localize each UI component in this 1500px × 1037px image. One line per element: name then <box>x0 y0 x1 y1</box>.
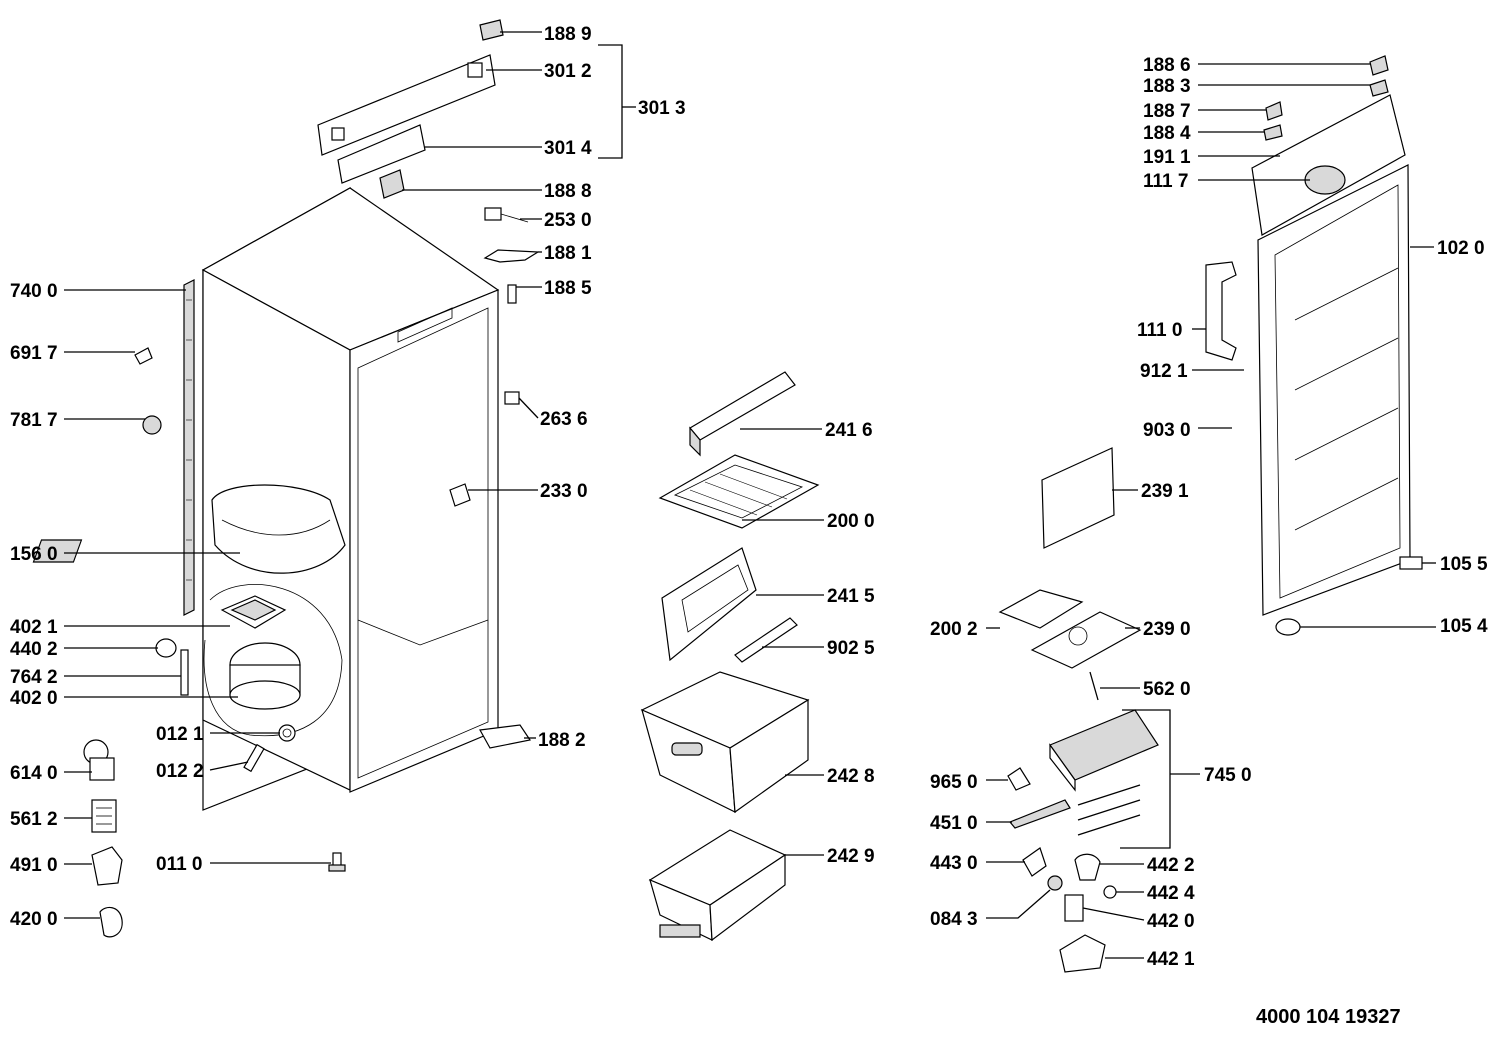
label-191-1: 191 1 <box>1143 147 1191 168</box>
label-188-5: 188 5 <box>544 278 592 299</box>
label-188-6: 188 6 <box>1143 55 1191 76</box>
label-443-0: 443 0 <box>930 853 978 874</box>
label-239-0: 239 0 <box>1143 619 1191 640</box>
label-188-8: 188 8 <box>544 181 592 202</box>
label-200-2: 200 2 <box>930 619 978 640</box>
label-301-4: 301 4 <box>544 138 592 159</box>
label-442-4: 442 4 <box>1147 883 1195 904</box>
label-764-2: 764 2 <box>10 667 58 688</box>
label-614-0: 614 0 <box>10 763 58 784</box>
label-402-0: 402 0 <box>10 688 58 709</box>
label-263-6: 263 6 <box>540 409 588 430</box>
label-188-3: 188 3 <box>1143 76 1191 97</box>
door-assembly <box>1205 55 1423 636</box>
label-562-0: 562 0 <box>1143 679 1191 700</box>
label-781-7: 781 7 <box>10 410 58 431</box>
label-105-5: 105 5 <box>1440 554 1488 575</box>
part-labels: 188 9 301 2 301 3 301 4 188 8 253 0 188 … <box>10 24 1488 1028</box>
label-239-1: 239 1 <box>1141 481 1189 502</box>
leader-lines <box>64 31 1436 959</box>
evaporator-tray <box>32 484 346 574</box>
label-188-9: 188 9 <box>544 24 592 45</box>
label-420-0: 420 0 <box>10 909 58 930</box>
label-561-2: 561 2 <box>10 809 58 830</box>
control-panel-parts <box>317 19 540 749</box>
compressor-detail <box>203 584 343 737</box>
label-912-1: 912 1 <box>1140 361 1188 382</box>
label-084-3: 084 3 <box>930 909 978 930</box>
label-188-2: 188 2 <box>538 730 586 751</box>
label-233-0: 233 0 <box>540 481 588 502</box>
side-condenser-strip <box>183 279 195 616</box>
label-451-0: 451 0 <box>930 813 978 834</box>
label-241-5: 241 5 <box>827 586 875 607</box>
evaporator-parts <box>998 447 1159 973</box>
label-241-6: 241 6 <box>825 420 873 441</box>
label-012-2: 012 2 <box>156 761 204 782</box>
label-188-7: 188 7 <box>1143 101 1191 122</box>
label-012-1: 012 1 <box>156 724 204 745</box>
label-301-3: 301 3 <box>638 98 686 119</box>
label-902-5: 902 5 <box>827 638 875 659</box>
label-102-0: 102 0 <box>1437 238 1485 259</box>
label-491-0: 491 0 <box>10 855 58 876</box>
label-242-9: 242 9 <box>827 846 875 867</box>
label-111-7: 111 7 <box>1143 171 1188 192</box>
label-442-2: 442 2 <box>1147 855 1195 876</box>
label-242-8: 242 8 <box>827 766 875 787</box>
label-105-4: 105 4 <box>1440 616 1488 637</box>
label-965-0: 965 0 <box>930 772 978 793</box>
label-188-4: 188 4 <box>1143 123 1191 144</box>
label-440-2: 440 2 <box>10 639 58 660</box>
label-156-0: 156 0 <box>10 544 58 565</box>
label-402-1: 402 1 <box>10 617 58 638</box>
label-740-0: 740 0 <box>10 281 58 302</box>
drawer-parts <box>640 371 820 942</box>
label-011-0: 011 0 <box>156 854 203 875</box>
label-111-0: 111 0 <box>1137 320 1182 341</box>
label-200-0: 200 0 <box>827 511 875 532</box>
label-745-0: 745 0 <box>1204 765 1252 786</box>
label-903-0: 903 0 <box>1143 420 1191 441</box>
label-442-0: 442 0 <box>1147 911 1195 932</box>
label-253-0: 253 0 <box>544 210 592 231</box>
document-number: 4000 104 19327 <box>1256 1006 1401 1028</box>
label-188-1: 188 1 <box>544 243 592 264</box>
parts-left <box>83 347 346 938</box>
label-691-7: 691 7 <box>10 343 58 364</box>
label-442-1: 442 1 <box>1147 949 1195 970</box>
label-301-2: 301 2 <box>544 61 592 82</box>
